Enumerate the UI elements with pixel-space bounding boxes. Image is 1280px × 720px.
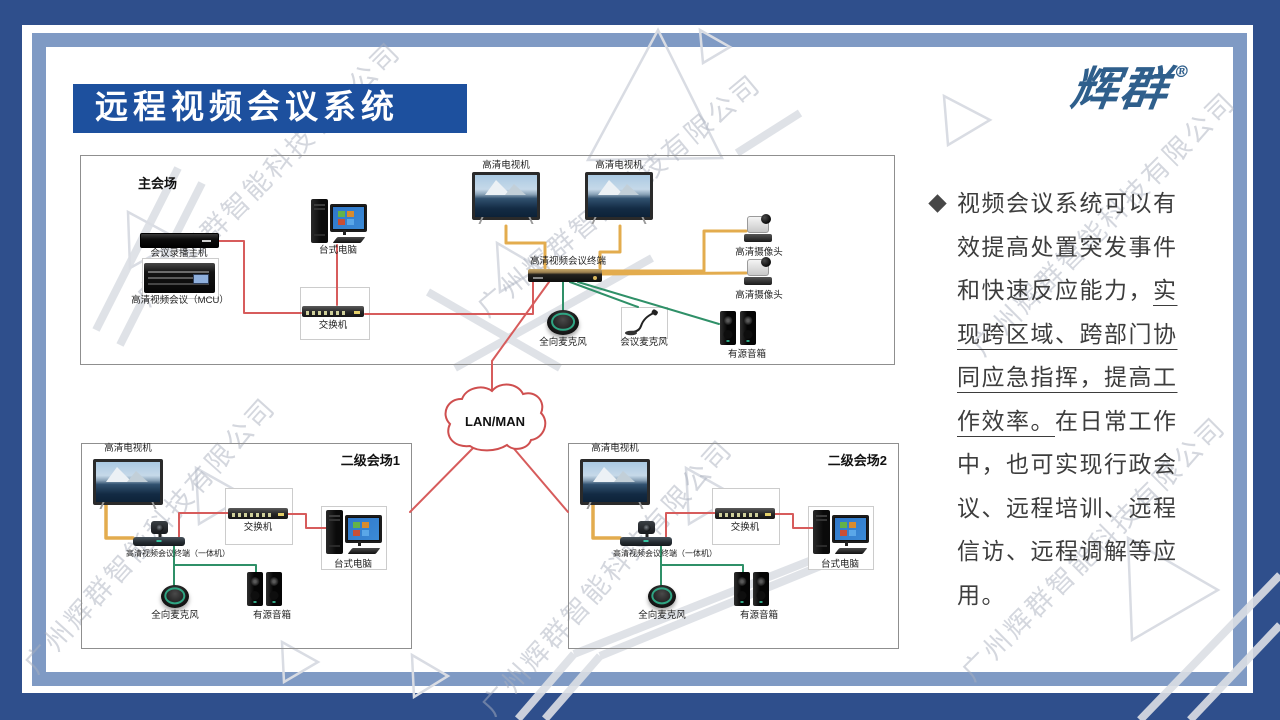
conference-mic-icon (625, 309, 658, 336)
venue1-tv-label: 高清电视机 (104, 443, 152, 454)
venue1-pc-label: 台式电脑 (333, 559, 372, 570)
paragraph-line: 用。 (957, 581, 1006, 608)
venue1-omni-mic-icon (161, 585, 189, 608)
venue2-terminal-camera-icon (638, 521, 655, 534)
page-title: 远程视频会议系统 (73, 84, 467, 133)
main-terminal-label: 高清视频会议终端 (529, 256, 606, 267)
venue1-speaker-label: 有源音箱 (252, 610, 291, 621)
brand-name: 辉群 (1067, 62, 1174, 117)
main-omni-mic-icon (547, 310, 579, 335)
paragraph-line: 效提高处置突发事件 (957, 233, 1178, 260)
conf-mic-label: 会议麦克风 (620, 337, 668, 348)
venue1-speaker-left-icon (247, 572, 263, 606)
main-pc-label: 台式电脑 (318, 245, 357, 256)
mcu-device-icon (144, 263, 215, 293)
brand-logo: 辉群® (1067, 50, 1195, 119)
paragraph-line: 中，也可实现行政会 (957, 451, 1178, 477)
venue1-terminal-icon (133, 537, 185, 546)
paragraph-line: 信访、远程调解等应 (957, 538, 1178, 564)
venue2-omni-mic-label: 全向麦克风 (638, 610, 686, 621)
cloud-label: LAN/MAN (465, 414, 525, 429)
venue2-terminal-icon (620, 537, 672, 546)
camera1-label: 高清摄像头 (735, 247, 783, 258)
main-omni-mic-label: 全向麦克风 (539, 337, 587, 348)
main-speaker-right-icon (740, 311, 756, 345)
venue1-title: 二级会场1 (340, 453, 400, 468)
side-paragraph: 视频会议系统可以有效提高处置突发事件和快速反应能力，实现跨区域、跨部门协同应急指… (957, 182, 1189, 617)
venue1-terminal-label: 高清视频会议终端（一体机） (126, 549, 230, 558)
main-venue-title: 主会场 (138, 176, 178, 191)
venue1-pc-icon (324, 510, 382, 556)
venue1-switch-label: 交换机 (243, 522, 273, 533)
venue1-omni-mic-label: 全向麦克风 (151, 610, 199, 621)
paragraph-line: 作效率。在日常工作 (957, 407, 1178, 434)
venue2-pc-icon (811, 510, 869, 556)
venue2-switch-icon (715, 508, 775, 519)
main-speaker-label: 有源音箱 (727, 349, 766, 360)
paragraph-line: 同应急指挥，提高工 (957, 364, 1178, 390)
diamond-bullet-icon (928, 194, 947, 213)
main-switch-icon (302, 306, 364, 317)
main-pc-icon (309, 199, 367, 245)
main-switch-label: 交换机 (318, 320, 348, 331)
camera2-label: 高清摄像头 (735, 290, 783, 301)
venue1-box (81, 443, 412, 649)
recorder-device-icon (140, 233, 219, 248)
venue1-switch-icon (228, 508, 288, 519)
venue2-title: 二级会场2 (827, 453, 887, 468)
camera1-icon (744, 212, 772, 242)
venue2-speaker-left-icon (734, 572, 750, 606)
venue2-speaker-label: 有源音箱 (739, 610, 778, 621)
conf-mic-panel (621, 307, 668, 339)
camera2-icon (744, 255, 772, 285)
main-terminal-icon (528, 269, 602, 282)
paragraph-line: 现跨区域、跨部门协 (957, 320, 1178, 347)
venue2-tv-icon (580, 459, 650, 509)
venue1-terminal-camera-icon (151, 521, 168, 534)
main-tv1-icon (472, 172, 540, 224)
venue2-pc-label: 台式电脑 (820, 559, 859, 570)
main-tv1-label: 高清电视机 (482, 160, 530, 171)
paragraph-line: 视频会议系统可以有 (957, 190, 1178, 216)
registered-mark: ® (1172, 62, 1194, 81)
venue2-omni-mic-icon (648, 585, 676, 608)
recorder-label: 会议录播主机 (150, 248, 208, 259)
main-tv2-label: 高清电视机 (595, 160, 643, 171)
mcu-label: 高清视频会议（MCU） (131, 295, 229, 306)
venue1-tv-icon (93, 459, 163, 509)
paragraph-line: 和快速反应能力，实 (957, 277, 1178, 303)
venue2-tv-label: 高清电视机 (591, 443, 639, 454)
venue1-speaker-right-icon (266, 572, 282, 606)
venue2-terminal-label: 高清视频会议终端（一体机） (613, 549, 717, 558)
main-tv2-icon (585, 172, 653, 224)
venue2-switch-label: 交换机 (730, 522, 760, 533)
venue2-speaker-right-icon (753, 572, 769, 606)
paragraph-line: 议、远程培训、远程 (957, 494, 1178, 521)
main-speaker-left-icon (720, 311, 736, 345)
